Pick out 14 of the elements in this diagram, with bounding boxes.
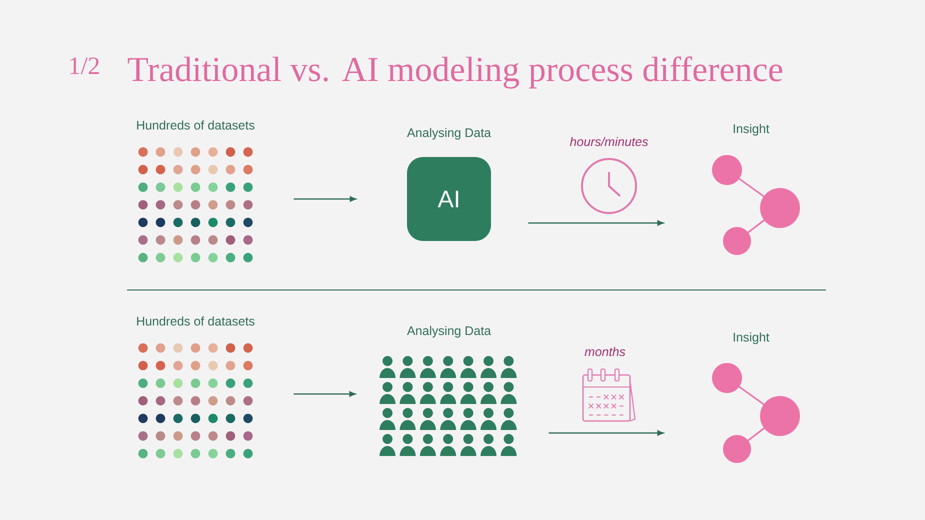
column-heading: Analysing Data	[407, 128, 492, 140]
arrow	[548, 430, 664, 436]
column-heading: Insight	[734, 332, 770, 344]
column-heading: Hundreds of datasets	[137, 316, 254, 326]
column-heading: Insight	[734, 124, 770, 136]
ai-box: AI	[407, 157, 491, 241]
page-number: 1/2	[70, 57, 99, 74]
column-heading: Hundreds of datasets	[137, 120, 254, 130]
title: Traditional vs. AI modeling process difference	[128, 56, 782, 89]
arrow	[294, 391, 356, 397]
time-label: hours/minutes	[570, 136, 648, 146]
column-heading: Analysing Data	[407, 326, 492, 338]
time-label: months	[584, 346, 626, 356]
arrow	[528, 220, 664, 226]
